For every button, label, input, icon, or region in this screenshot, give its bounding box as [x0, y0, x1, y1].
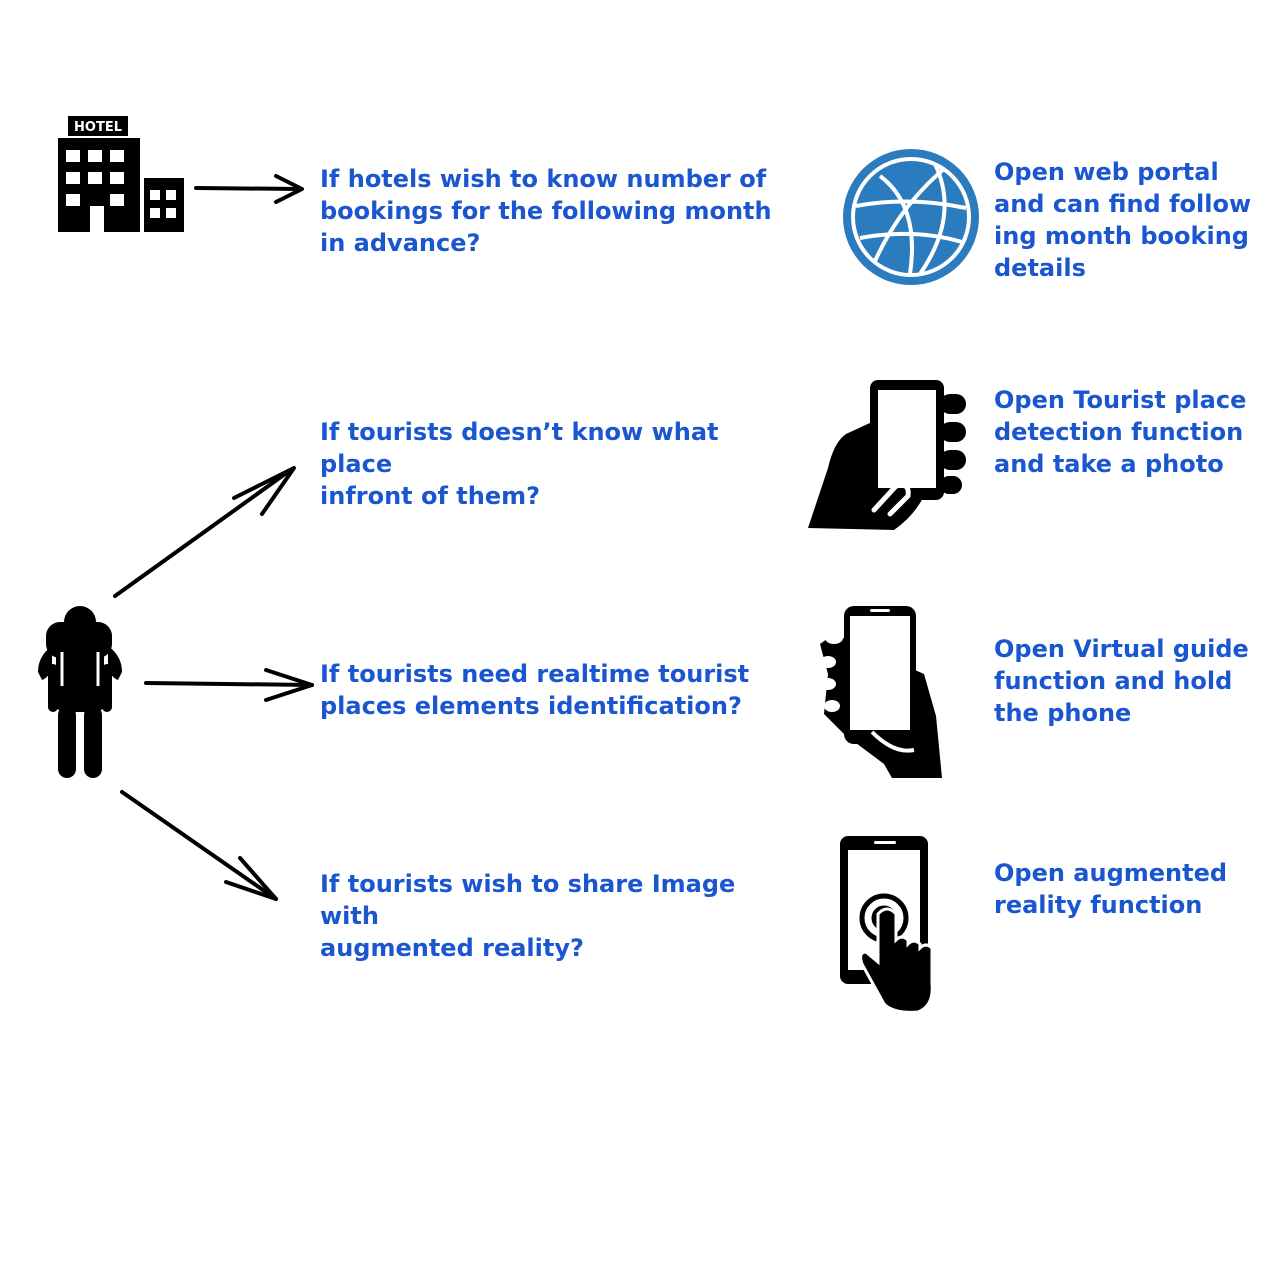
- question-share-ar-image: If tourists wish to share Image with aug…: [320, 870, 736, 962]
- question-unknown-place: If tourists doesn’t know what place infr…: [320, 418, 719, 510]
- answer-place-detection: Open Tourist place detection function an…: [994, 386, 1247, 478]
- backpacker-icon: [38, 606, 122, 778]
- answer-augmented-reality: Open augmented reality function: [994, 859, 1228, 919]
- hand-holding-phone-icon: [808, 380, 966, 530]
- phone-in-hand-icon: [820, 606, 942, 778]
- answer-web-portal: Open web portal and can find follow ing …: [994, 158, 1252, 282]
- arrow-tourist-to-share-question: [120, 790, 278, 901]
- answer-virtual-guide: Open Virtual guide function and hold the…: [994, 635, 1249, 727]
- phone-tap-icon: [840, 836, 934, 1014]
- question-realtime-identification: If tourists need realtime tourist places…: [320, 660, 750, 720]
- hotel-sign-text: HOTEL: [74, 120, 122, 135]
- arrow-tourist-to-realtime-question: [144, 668, 314, 702]
- hotel-icon: HOTEL: [58, 116, 184, 232]
- arrow-tourist-to-place-question: [113, 466, 296, 598]
- question-hotel-bookings: If hotels wish to know number of booking…: [320, 165, 772, 257]
- globe-icon: [843, 149, 979, 285]
- arrow-hotel-to-question: [194, 174, 304, 204]
